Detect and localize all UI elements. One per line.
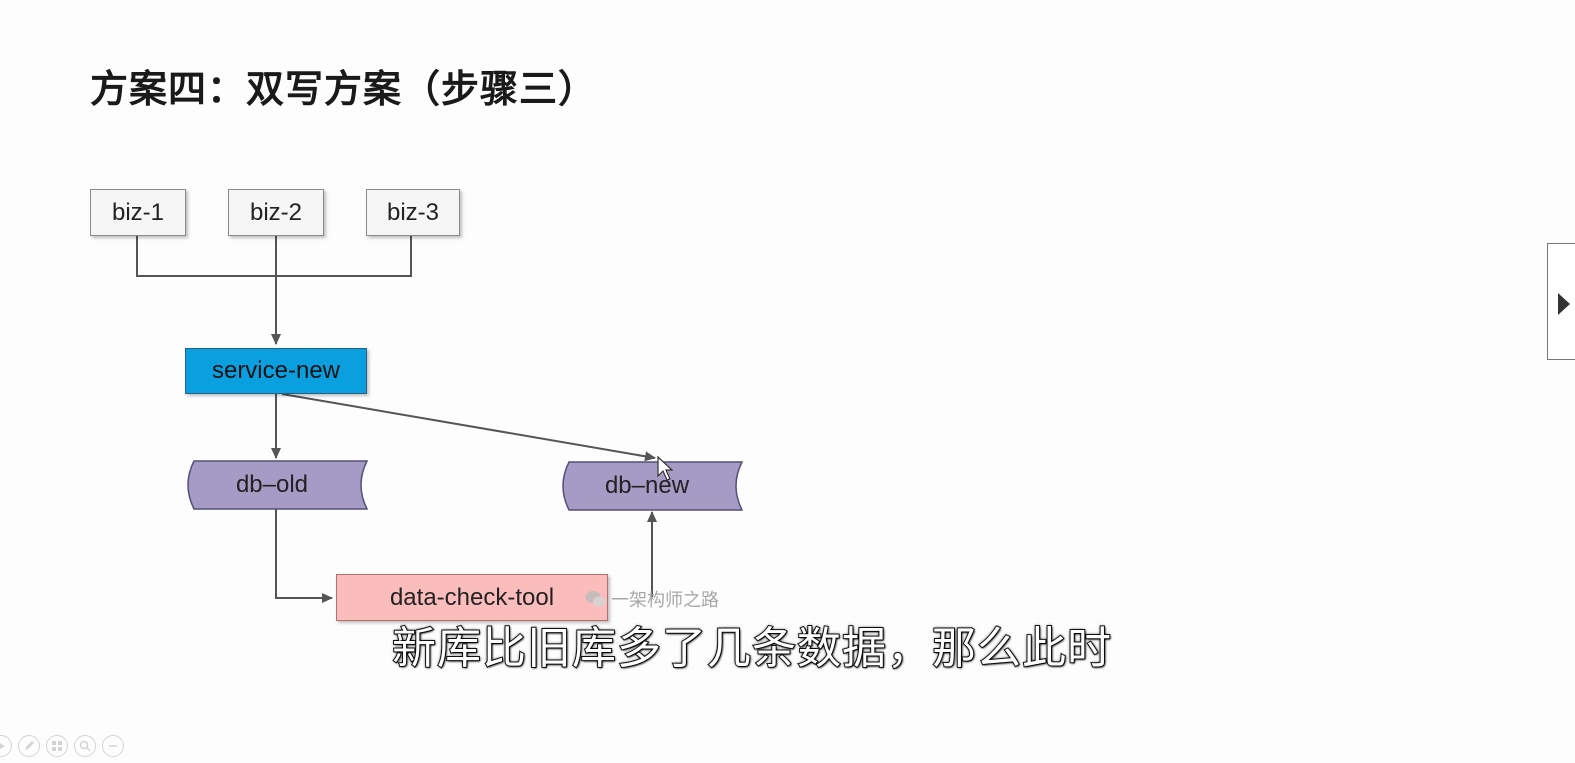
wechat-logo-icon bbox=[585, 591, 606, 607]
zoom-icon[interactable] bbox=[74, 735, 96, 757]
play-icon[interactable] bbox=[0, 735, 12, 757]
biz-2-node: biz-2 bbox=[228, 189, 324, 236]
data-check-tool-node: data-check-tool bbox=[336, 574, 608, 621]
service-new-node: service-new bbox=[185, 348, 367, 394]
menu-icon[interactable] bbox=[102, 735, 124, 757]
next-slide-button[interactable] bbox=[1547, 243, 1575, 360]
db-old-shape bbox=[187, 460, 368, 510]
db-new-shape bbox=[562, 461, 743, 511]
wechat-watermark: 一架构师之路 bbox=[585, 586, 719, 612]
play-right-icon bbox=[1558, 293, 1570, 315]
arrow-service-to-db-new bbox=[281, 393, 656, 462]
pen-icon[interactable] bbox=[18, 735, 40, 757]
biz-3-node: biz-3 bbox=[366, 189, 460, 236]
biz-1-node: biz-1 bbox=[90, 189, 186, 236]
mouse-cursor-icon bbox=[657, 456, 673, 481]
db-old-label: db–old bbox=[235, 471, 309, 498]
pages-icon[interactable] bbox=[46, 735, 68, 757]
db-new-label: db–new bbox=[604, 472, 690, 499]
arrow-db-old-to-tool bbox=[275, 508, 333, 603]
slideshow-toolbar bbox=[0, 733, 124, 759]
watermark-text: 一架构师之路 bbox=[611, 590, 719, 611]
connector-biz-merge bbox=[136, 236, 412, 277]
slide-title: 方案四：双写方案（步骤三） bbox=[90, 67, 598, 111]
video-subtitle: 新库比旧库多了几条数据，那么此时 bbox=[391, 622, 1112, 675]
